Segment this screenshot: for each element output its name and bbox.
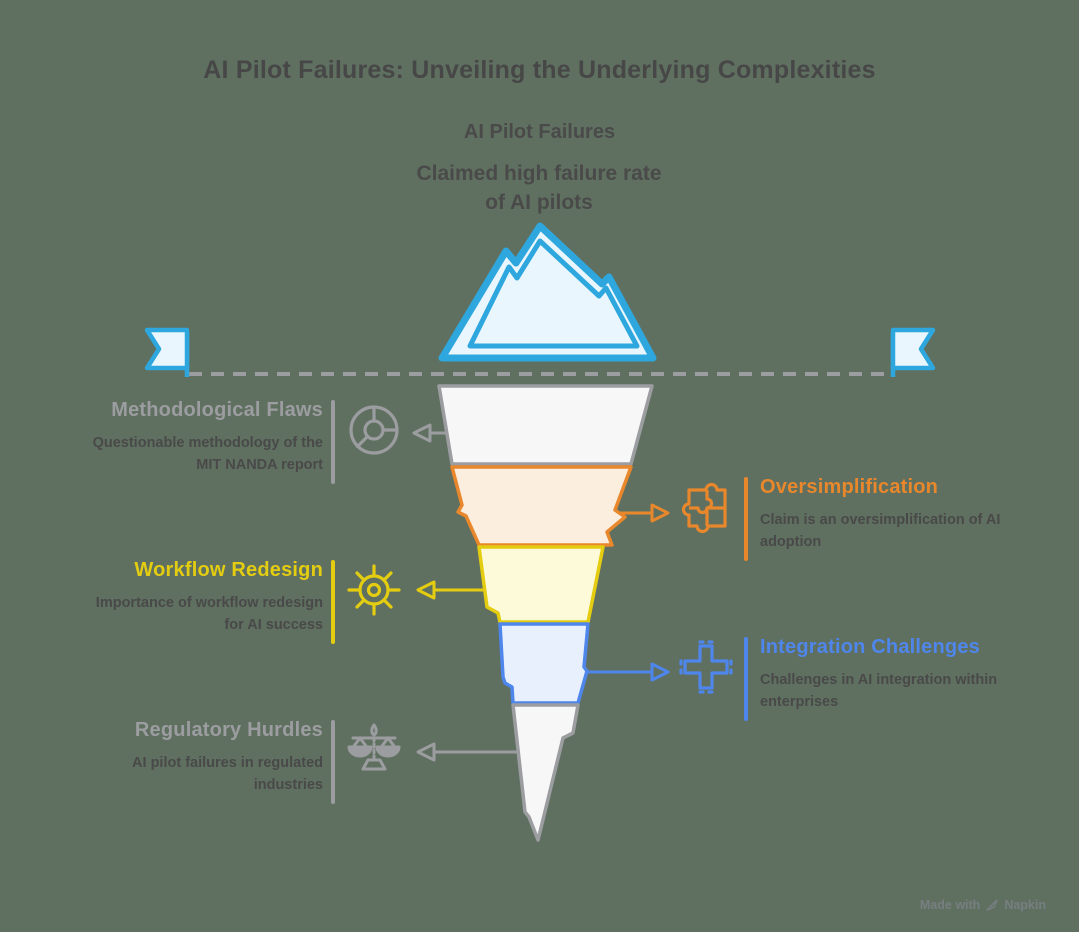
- section-description: Challenges in AI integration within ente…: [760, 672, 998, 710]
- arrow-regulatory-hurdles: [416, 742, 519, 762]
- flag-icon-right: [890, 327, 936, 377]
- flag-icon-left: [144, 327, 190, 377]
- section-description: Claim is an oversimplification of AI ado…: [760, 512, 1001, 550]
- arrow-oversimplification: [618, 503, 670, 523]
- section-description: Questionable methodology of the MIT NAND…: [92, 435, 323, 473]
- section-title: Methodological Flaws: [111, 399, 323, 421]
- puzzle-icon: [681, 482, 727, 534]
- section-methodological-flaws: Methodological Flaws Questionable method…: [78, 398, 408, 510]
- junction-icon: [679, 640, 733, 694]
- watermark-brand: Napkin: [1004, 898, 1046, 912]
- section-title: Oversimplification: [760, 476, 939, 498]
- funnel-root-label: AI Pilot Failures: [463, 121, 616, 143]
- section-workflow-redesign: Workflow Redesign Importance of workflow…: [78, 558, 408, 670]
- funnel-layer-2-oversimplification: [450, 465, 633, 547]
- accent-bar: [331, 400, 335, 484]
- mountain-icon: [438, 222, 657, 362]
- section-description: AI pilot failures in regulated industrie…: [132, 755, 323, 793]
- section-oversimplification: Oversimplification Claim is an oversimpl…: [678, 475, 1040, 587]
- section-text: Integration Challenges Challenges in AI …: [760, 635, 1079, 714]
- funnel-layer-4-integration-challenges: [498, 622, 590, 705]
- arrow-integration-challenges: [585, 662, 670, 682]
- accent-bar: [331, 720, 335, 804]
- section-text: Workflow Redesign Importance of workflow…: [38, 558, 323, 637]
- watermark-prefix: Made with: [919, 898, 981, 912]
- section-title: Regulatory Hurdles: [134, 719, 323, 741]
- gear-icon: [347, 564, 401, 616]
- funnel-layer-1-methodological-flaws: [437, 384, 654, 466]
- funnel-root-claim: Claimed high failure rate of AI pilots: [416, 162, 662, 214]
- accent-bar: [744, 477, 748, 561]
- section-regulatory-hurdles: Regulatory Hurdles AI pilot failures in …: [78, 718, 408, 830]
- arrow-methodological-flaws: [412, 423, 447, 443]
- section-text: Methodological Flaws Questionable method…: [38, 398, 323, 477]
- section-integration-challenges: Integration Challenges Challenges in AI …: [678, 635, 1040, 747]
- section-title: Integration Challenges: [760, 636, 980, 658]
- section-title: Workflow Redesign: [134, 559, 323, 581]
- section-text: Regulatory Hurdles AI pilot failures in …: [38, 718, 323, 797]
- funnel-layer-3-workflow-redesign: [477, 545, 605, 624]
- scales-icon: [347, 723, 401, 771]
- wheel-icon: [349, 405, 399, 455]
- section-text: Oversimplification Claim is an oversimpl…: [760, 475, 1079, 554]
- napkin-pen-icon: [986, 899, 999, 911]
- funnel-layer-5-regulatory-hurdles: [511, 703, 580, 842]
- page-title: AI Pilot Failures: Unveiling the Underly…: [203, 56, 876, 84]
- watermark: Made with Napkin: [920, 898, 1046, 912]
- arrow-workflow-redesign: [416, 580, 484, 600]
- accent-bar: [331, 560, 335, 644]
- section-description: Importance of workflow redesign for AI s…: [95, 595, 323, 633]
- accent-bar: [744, 637, 748, 721]
